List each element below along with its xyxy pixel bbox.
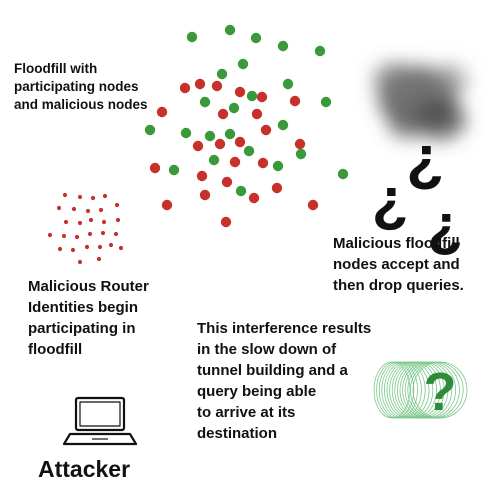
- malicious-node: [307, 199, 319, 211]
- malicious-router-dot: [57, 246, 63, 252]
- malicious-floodfill-label: Malicious floodfill nodes accept and the…: [333, 235, 464, 294]
- malicious-node: [271, 182, 283, 194]
- participating-node: [250, 32, 262, 44]
- participating-node: [314, 45, 326, 57]
- malicious-node: [234, 86, 246, 98]
- malicious-node: [156, 106, 168, 118]
- malicious-node: [211, 80, 223, 92]
- participating-node: [235, 185, 247, 197]
- malicious-router-dot: [96, 256, 102, 262]
- participating-node: [180, 127, 192, 139]
- participating-node: [237, 58, 249, 70]
- green-question-mark-icon: ?: [424, 362, 457, 422]
- participating-node: [144, 124, 156, 136]
- malicious-router-dot: [56, 205, 62, 211]
- malicious-router-dot: [115, 217, 121, 223]
- interference-label: This interference results in the slow do…: [197, 320, 372, 442]
- question-mark-3: ?: [427, 201, 462, 266]
- malicious-node: [257, 157, 269, 169]
- participating-node: [277, 119, 289, 131]
- green-rings: [373, 361, 468, 419]
- participating-node: [208, 154, 220, 166]
- malicious-router-dot: [61, 233, 67, 239]
- malicious-router-dot: [98, 207, 104, 213]
- participating-node: [204, 130, 216, 142]
- participating-node: [224, 128, 236, 140]
- question-marks-icon: ? ? ?: [372, 132, 463, 266]
- malicious-router-dot: [77, 259, 83, 265]
- malicious-router-dot: [84, 244, 90, 250]
- participating-node: [277, 40, 289, 52]
- malicious-router-dot: [101, 219, 107, 225]
- malicious-router-dot: [74, 234, 80, 240]
- participating-node: [272, 160, 284, 172]
- malicious-router-label: Malicious Router Identities begin partic…: [28, 278, 149, 358]
- participating-node: [295, 148, 307, 160]
- participating-node: [228, 102, 240, 114]
- floodfill-node-cluster: [144, 24, 349, 228]
- malicious-router-dot: [87, 231, 93, 237]
- malicious-router-dot: [47, 232, 53, 238]
- malicious-node: [196, 170, 208, 182]
- malicious-router-dot: [88, 217, 94, 223]
- malicious-node: [192, 140, 204, 152]
- question-mark-2: ?: [372, 175, 409, 242]
- malicious-node: [194, 78, 206, 90]
- attacker-label: Attacker: [38, 456, 131, 482]
- malicious-node: [217, 108, 229, 120]
- participating-node: [246, 90, 258, 102]
- participating-node: [224, 24, 236, 36]
- malicious-router-dot: [114, 202, 120, 208]
- malicious-router-dot: [62, 192, 68, 198]
- question-mark-1: ?: [406, 132, 444, 201]
- malicious-node: [179, 82, 191, 94]
- malicious-node: [294, 138, 306, 150]
- malicious-node: [251, 108, 263, 120]
- malicious-node: [229, 156, 241, 168]
- malicious-node: [221, 176, 233, 188]
- participating-node: [243, 145, 255, 157]
- malicious-node: [161, 199, 173, 211]
- malicious-node: [149, 162, 161, 174]
- participating-node: [320, 96, 332, 108]
- malicious-router-dot: [70, 247, 76, 253]
- malicious-router-dot: [90, 195, 96, 201]
- malicious-router-dot: [97, 244, 103, 250]
- malicious-node: [289, 95, 301, 107]
- malicious-node: [248, 192, 260, 204]
- laptop-icon: [62, 396, 138, 446]
- participating-node: [216, 68, 228, 80]
- malicious-node: [199, 189, 211, 201]
- malicious-router-dot: [85, 208, 91, 214]
- malicious-router-dot: [102, 193, 108, 199]
- malicious-router-dot: [71, 206, 77, 212]
- participating-node: [168, 164, 180, 176]
- malicious-router-dot: [113, 231, 119, 237]
- participating-node: [199, 96, 211, 108]
- malicious-router-dot: [77, 194, 83, 200]
- floodfill-label: Floodfill with participating nodes and m…: [14, 61, 148, 112]
- malicious-node: [256, 91, 268, 103]
- malicious-node: [214, 138, 226, 150]
- malicious-node: [260, 124, 272, 136]
- malicious-router-dot: [100, 230, 106, 236]
- malicious-router-dot: [118, 245, 124, 251]
- malicious-router-dot: [108, 242, 114, 248]
- participating-node: [186, 31, 198, 43]
- participating-node: [337, 168, 349, 180]
- malicious-router-dot: [63, 219, 69, 225]
- malicious-router-dot: [77, 220, 83, 226]
- malicious-router-dots: [47, 192, 124, 265]
- malicious-node: [220, 216, 232, 228]
- smoke-cloud-icon: [373, 62, 468, 140]
- green-ring: [412, 361, 468, 419]
- malicious-node: [234, 136, 246, 148]
- participating-node: [282, 78, 294, 90]
